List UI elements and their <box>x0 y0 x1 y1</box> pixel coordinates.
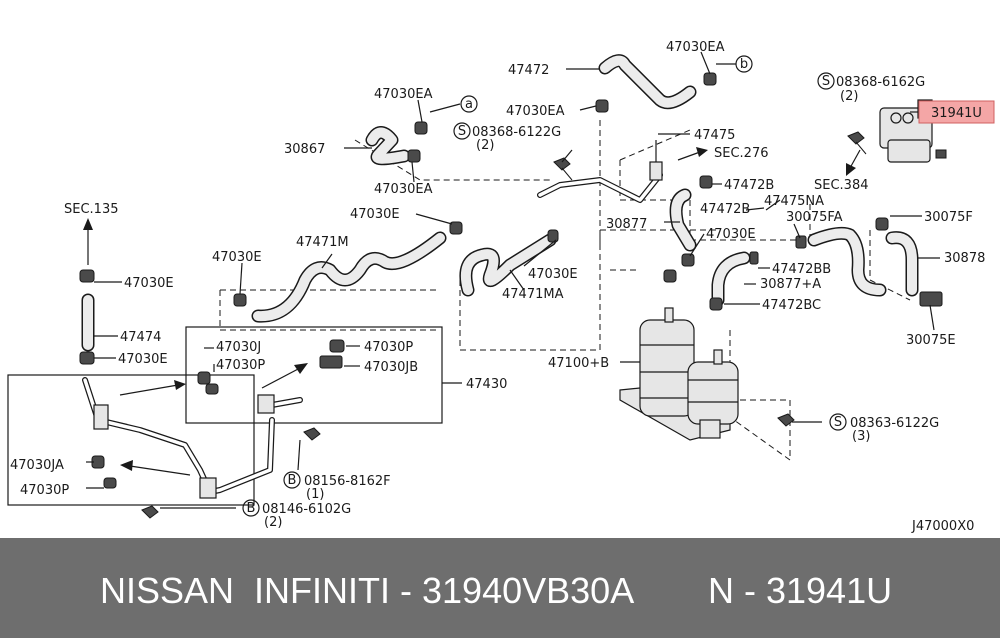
hose-30878 <box>807 226 919 297</box>
label-47472BB: 47472BB <box>772 262 831 277</box>
symbol-b-1: B <box>288 473 297 488</box>
label-47030P-c: 47030P <box>20 483 69 498</box>
vapor-pipe-47475 <box>537 140 663 203</box>
part-labels: 47472 47030EA 47030EA 47030EA 08368-6122… <box>10 40 985 534</box>
label-sec276: SEC.276 <box>714 146 769 161</box>
hose-47472 <box>598 54 697 110</box>
label-47030P-a: 47030P <box>216 358 265 373</box>
label-47472B-b: 47472B <box>700 202 750 217</box>
circle-marks <box>242 55 847 517</box>
label-sec135: SEC.135 <box>64 202 119 217</box>
label-47030EA-mid: 47030EA <box>506 104 565 119</box>
hose-30867 <box>365 126 411 166</box>
label-47030JB: 47030JB <box>364 360 418 375</box>
label-47430: 47430 <box>466 377 507 392</box>
label-47030E-g: 47030E <box>118 352 168 367</box>
footer-nissan-part: N - 31941U <box>708 570 893 611</box>
hose-30877 <box>669 188 697 252</box>
label-qty-3: (3) <box>852 429 870 444</box>
highlight-box <box>918 100 995 124</box>
footer-part-numbers: NISSAN INFINITI - 31940VB30A <box>100 570 635 611</box>
label-30075FA: 30075FA <box>786 210 843 225</box>
label-qty-2b: (2) <box>840 89 858 104</box>
footer-banner: NISSAN INFINITI - 31940VB30A N - 31941U <box>0 538 1000 638</box>
label-47030EA-left2: 47030EA <box>374 182 433 197</box>
symbol-b-2: B <box>247 501 256 516</box>
fuel-pipe-47430 <box>82 377 303 499</box>
hose-47471M <box>251 231 447 323</box>
label-30075F: 30075F <box>924 210 973 225</box>
label-47475: 47475 <box>694 128 735 143</box>
label-47030E-c: 47030E <box>528 267 578 282</box>
hose-30877A <box>711 251 751 307</box>
label-sec384: SEC.384 <box>814 178 869 193</box>
ref-mark-a: a <box>465 97 473 112</box>
ref-mark-b: b <box>740 57 748 72</box>
symbol-s-2: S <box>822 74 830 89</box>
label-47472-top: 47472 <box>508 63 549 78</box>
label-47475NA: 47475NA <box>764 194 824 209</box>
label-47471MA: 47471MA <box>502 287 564 302</box>
label-30877: 30877 <box>606 217 647 232</box>
label-30877A: 30877+A <box>760 277 821 292</box>
symbol-s-3: S <box>834 415 842 430</box>
label-47030E-f: 47030E <box>124 276 174 291</box>
label-47030E-e: 47030E <box>706 227 756 242</box>
diagram-code: J47000X0 <box>911 519 974 534</box>
label-47030J: 47030J <box>216 340 261 355</box>
symbol-s-1: S <box>458 124 466 139</box>
label-30075E: 30075E <box>906 333 956 348</box>
label-31941U: 31941U <box>931 106 982 121</box>
leader-lines <box>86 51 940 509</box>
label-47030JA: 47030JA <box>10 458 64 473</box>
label-08156-8162F: 08156-8162F <box>304 474 391 489</box>
label-30878: 30878 <box>944 251 985 266</box>
label-47100B: 47100+B <box>548 356 609 371</box>
label-08146-6102G: 08146-6102G <box>262 502 351 517</box>
label-47472B-a: 47472B <box>724 178 774 193</box>
label-47472BC: 47472BC <box>762 298 821 313</box>
hose-47471MA <box>459 233 557 297</box>
bolt-icons <box>141 131 867 519</box>
label-08368-6162G: 08368-6162G <box>836 75 925 90</box>
label-08363-6122G: 08363-6122G <box>850 416 939 431</box>
label-qty-1: (1) <box>306 487 324 502</box>
label-47030EA-tl: 47030EA <box>374 87 433 102</box>
label-47030P-b: 47030P <box>364 340 413 355</box>
label-47030E-a: 47030E <box>350 207 400 222</box>
label-08368-6122G: 08368-6122G <box>472 125 561 140</box>
flow-arrows <box>83 147 861 476</box>
parts-diagram: a b S S S B B 47472 47030EA 47030EA 4703… <box>7 40 995 534</box>
label-qty-2c: (2) <box>264 515 282 530</box>
label-47474: 47474 <box>120 330 161 345</box>
label-47030EA-tr: 47030EA <box>666 40 725 55</box>
fuel-tube-assembly-box <box>7 326 462 506</box>
evap-canister-47100B <box>619 307 739 441</box>
label-30867: 30867 <box>284 142 325 157</box>
label-qty-2a: (2) <box>476 138 494 153</box>
clamp-icons <box>79 72 943 489</box>
label-47030E-b: 47030E <box>212 250 262 265</box>
label-47471M: 47471M <box>296 235 349 250</box>
